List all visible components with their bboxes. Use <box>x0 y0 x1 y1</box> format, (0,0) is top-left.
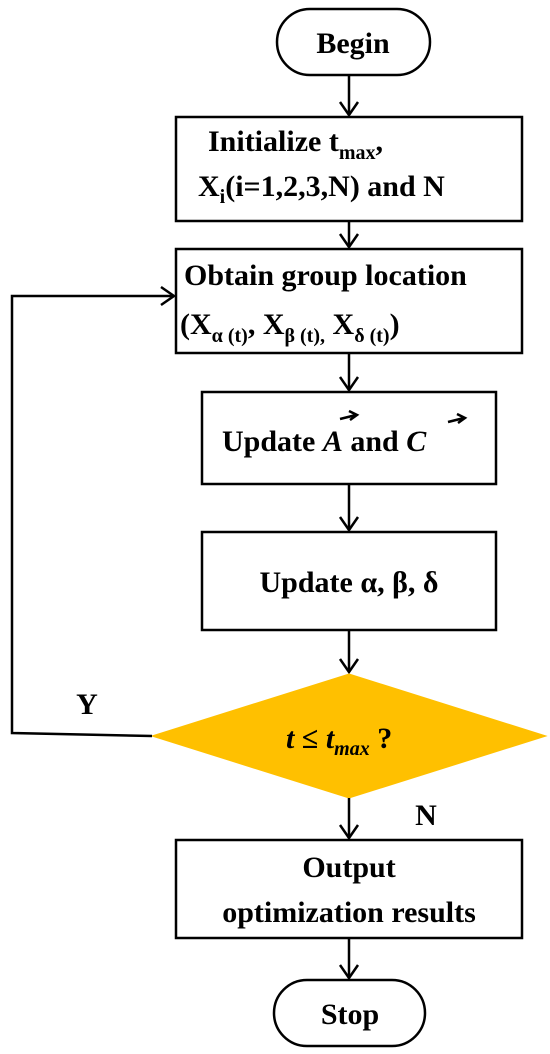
decision-diamond <box>150 673 548 799</box>
vector-c-arrow-icon <box>447 412 468 425</box>
update-alpha-beta-delta-box <box>200 530 498 632</box>
vector-a-arrow-icon <box>339 409 360 422</box>
update-a-c-box <box>200 390 498 486</box>
output-line2: optimization results <box>222 896 476 929</box>
arrowhead-decision <box>338 658 360 675</box>
obtain-line1: Obtain group location <box>184 259 467 292</box>
arrowhead-updateac <box>338 376 360 393</box>
arrowhead-yes-loop <box>160 285 177 307</box>
begin-terminal <box>275 7 432 77</box>
yes-loop-line <box>10 294 174 738</box>
yes-label: Y <box>76 688 98 721</box>
initialize-line1: Initialize tmax, <box>208 125 383 164</box>
output-line1: Output <box>302 851 395 884</box>
arrowhead-stop <box>338 964 360 981</box>
stop-label: Stop <box>321 998 379 1031</box>
obtain-location-box <box>174 247 524 355</box>
update-a-c-label: Update A and C <box>222 425 427 458</box>
output-box <box>174 838 524 940</box>
initialize-box <box>174 115 524 223</box>
update-alpha-beta-delta-label: Update α, β, δ <box>260 566 439 599</box>
arrowhead-updateabd <box>338 516 360 533</box>
vector-a: A <box>321 425 343 458</box>
begin-label: Begin <box>316 27 390 60</box>
vector-c: C <box>406 425 427 458</box>
decision-label: t ≤ tmax ? <box>286 722 392 760</box>
obtain-line2: (Xα (t), Xβ (t), Xδ (t)) <box>180 308 400 347</box>
initialize-line2: Xi(i=1,2,3,N) and N <box>198 170 445 208</box>
stop-terminal <box>272 978 427 1048</box>
arrowhead-output <box>338 824 360 841</box>
arrowhead-init <box>338 101 360 118</box>
no-label: N <box>415 799 437 832</box>
arrowhead-obtain <box>338 233 360 250</box>
